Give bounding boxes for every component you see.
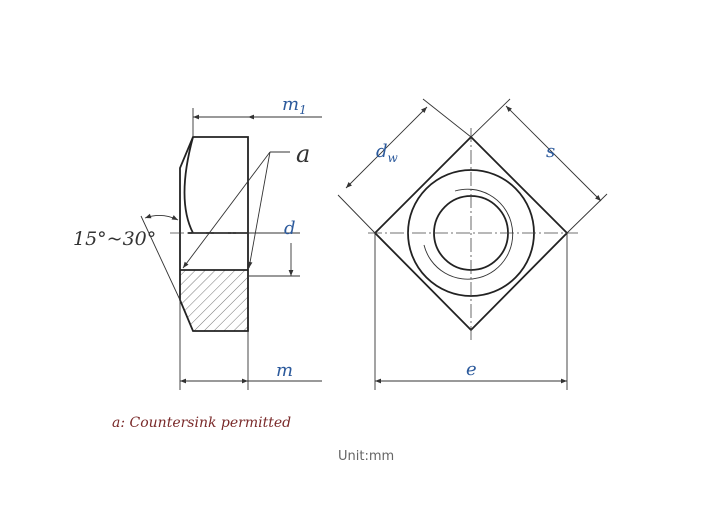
- label-angle: 15°~30°: [73, 228, 156, 250]
- callout-a-leader-2: [182, 151, 271, 269]
- unit-label: Unit:mm: [338, 449, 394, 464]
- thread-arc: [423, 188, 514, 280]
- countersink-note: a: Countersink permitted: [112, 415, 291, 431]
- s-dimension-line: [505, 105, 602, 202]
- label-s: s: [546, 141, 555, 162]
- label-d: d: [284, 218, 296, 239]
- label-m: m: [276, 360, 293, 381]
- side-outline: [179, 136, 249, 332]
- section-hatch: [180, 270, 248, 331]
- dw-extension-top: [422, 98, 472, 138]
- s-extension-top: [470, 98, 511, 138]
- front-view: [337, 98, 608, 390]
- angle-arc: [144, 213, 179, 221]
- label-m1: m1: [282, 94, 307, 117]
- dw-extension-left: [337, 194, 376, 234]
- dw-dimension-line: [345, 106, 428, 189]
- chamfer-arc: [183, 136, 194, 234]
- label-dw: dw: [376, 141, 399, 165]
- callout-a-leader-3: [247, 151, 271, 269]
- s-extension-right: [566, 193, 608, 234]
- label-a: a: [296, 140, 310, 168]
- side-view: [140, 108, 322, 390]
- angle-ext-line: [140, 215, 181, 301]
- label-e: e: [466, 359, 477, 380]
